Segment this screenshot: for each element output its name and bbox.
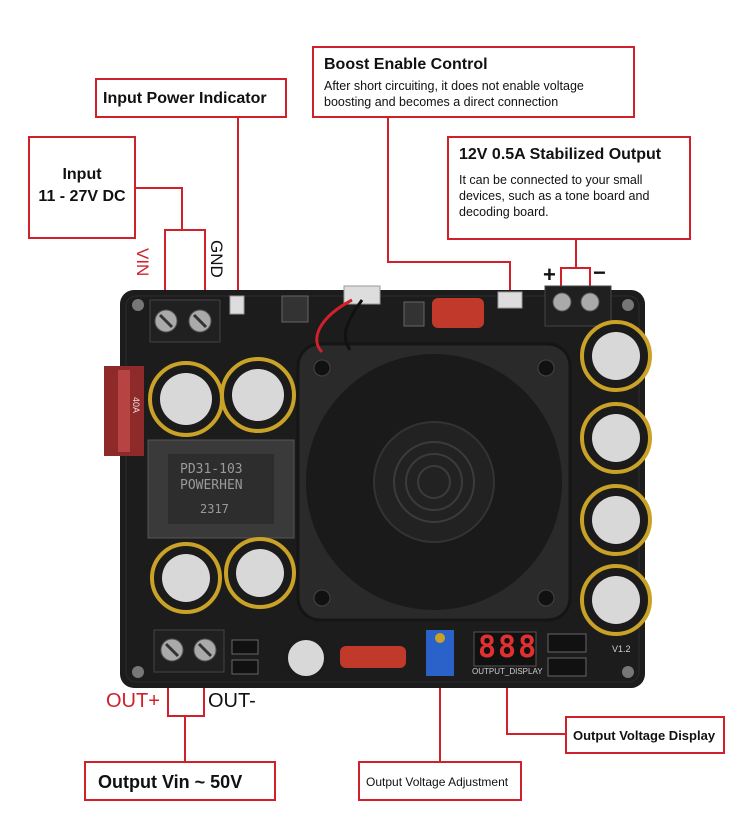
small-capacitor	[284, 636, 328, 680]
film-capacitor-top	[432, 298, 484, 328]
version-label: V1.2	[612, 644, 631, 654]
inductor	[147, 439, 295, 539]
stabilized-output-terminal	[544, 285, 612, 327]
callout-input-line2: 11 - 27V DC	[38, 188, 126, 205]
out-minus-label: OUT-	[208, 690, 256, 712]
fuse-label: 40A	[131, 396, 142, 414]
plus-label: +	[543, 262, 556, 287]
output-capacitors-right	[580, 320, 652, 636]
callout-stabilized-output-desc: It can be connected to your small device…	[459, 173, 650, 219]
boost-jumper	[497, 291, 523, 309]
callout-output-display-title: Output Voltage Display	[573, 728, 716, 743]
callout-input-power-indicator-title: Input Power Indicator	[103, 90, 267, 107]
gnd-label: GND	[207, 240, 226, 278]
minus-label: −	[593, 260, 606, 285]
output-capacitors-left	[150, 537, 296, 614]
input-capacitors	[148, 357, 296, 437]
callout-output-adjustment: Output Voltage Adjustment	[358, 761, 522, 801]
cooling-fan	[296, 342, 572, 622]
callout-boost-enable: Boost Enable Control After short circuit…	[312, 46, 635, 118]
voltage-display	[473, 631, 537, 667]
vin-label: VIN	[133, 248, 152, 277]
inductor-label-2: POWERHEN	[180, 478, 243, 493]
callout-boost-enable-title: Boost Enable Control	[324, 56, 488, 73]
inductor-label-1: PD31-103	[180, 462, 243, 477]
out-plus-label: OUT+	[106, 690, 160, 712]
callout-input-power-indicator: Input Power Indicator	[95, 78, 287, 118]
callout-output-vin: Output Vin ~ 50V	[84, 761, 276, 801]
fuse	[104, 366, 144, 456]
output-terminal	[153, 629, 225, 673]
callout-stabilized-output: 12V 0.5A Stabilized Output It can be con…	[447, 136, 691, 240]
callout-stabilized-output-title: 12V 0.5A Stabilized Output	[459, 146, 662, 163]
callout-output-vin-title: Output Vin ~ 50V	[98, 772, 243, 792]
display-digits: 888	[478, 630, 539, 665]
callout-boost-enable-desc: After short circuiting, it does not enab…	[324, 79, 584, 109]
led	[229, 295, 245, 315]
input-terminal	[149, 299, 221, 343]
callout-output-adjustment-title: Output Voltage Adjustment	[366, 775, 509, 789]
callout-input: Input 11 - 27V DC	[28, 136, 136, 239]
callout-input-line1: Input	[62, 166, 102, 183]
display-silkscreen: OUTPUT_DISPLAY	[472, 667, 543, 676]
potentiometer	[426, 630, 454, 676]
inductor-label-3: 2317	[200, 502, 229, 516]
callout-output-display: Output Voltage Display	[565, 716, 725, 754]
fan-connector	[343, 285, 381, 305]
film-capacitor	[340, 646, 406, 668]
